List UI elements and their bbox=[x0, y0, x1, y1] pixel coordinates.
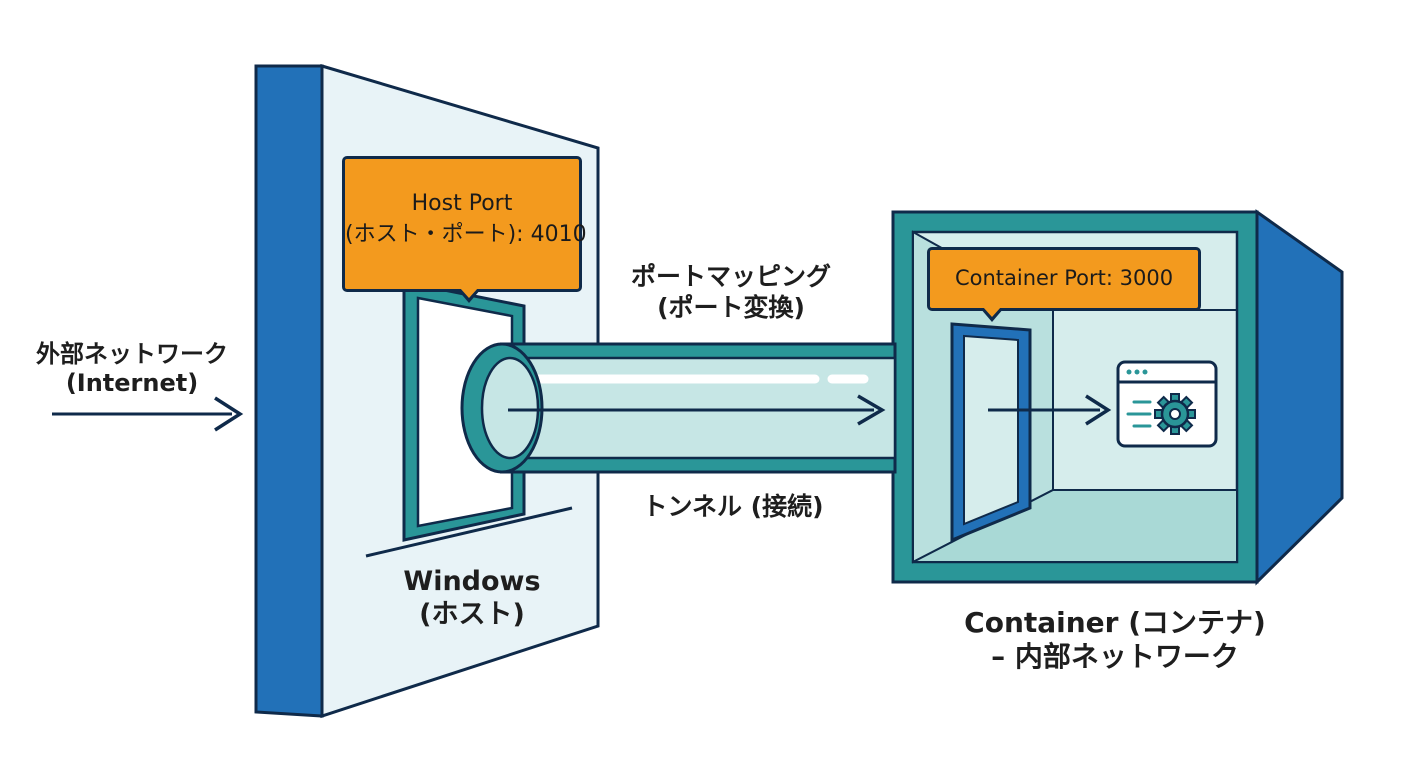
windows-host-label: Windows (ホスト) bbox=[372, 566, 572, 632]
container-label-line2: – 内部ネットワーク bbox=[991, 640, 1239, 674]
container-arrow bbox=[988, 394, 1112, 426]
external-label-line2: (Internet) bbox=[65, 369, 199, 398]
container-label: Container (コンテナ) – 内部ネットワーク bbox=[940, 606, 1290, 674]
host-port-callout: Host Port (ホスト・ポート): 4010 bbox=[342, 156, 587, 303]
tunnel-label-text: トンネル (接続) bbox=[642, 492, 824, 521]
external-network-label: 外部ネットワーク (Internet) bbox=[14, 340, 250, 399]
external-arrow bbox=[52, 396, 244, 432]
container-port-callout: Container Port: 3000 bbox=[927, 247, 1201, 322]
tunnel-label: トンネル (接続) bbox=[610, 492, 856, 523]
windows-label-line2: (ホスト) bbox=[419, 598, 525, 630]
host-port-title: Host Port bbox=[411, 191, 513, 216]
app-settings-window-icon bbox=[1116, 360, 1218, 448]
windows-label-line1: Windows bbox=[403, 566, 541, 597]
port-mapping-line2: (ポート変換) bbox=[657, 292, 805, 322]
external-label-line1: 外部ネットワーク bbox=[36, 340, 228, 368]
container-label-line1: Container (コンテナ) bbox=[964, 606, 1266, 639]
port-mapping-label: ポートマッピング (ポート変換) bbox=[606, 262, 856, 323]
host-port-value: (ホスト・ポート): 4010 bbox=[345, 221, 587, 247]
tunnel-tube bbox=[460, 342, 897, 474]
container-port-text: Container Port: 3000 bbox=[954, 266, 1174, 290]
tunnel-arrow bbox=[508, 394, 886, 426]
port-mapping-line1: ポートマッピング bbox=[630, 262, 831, 291]
